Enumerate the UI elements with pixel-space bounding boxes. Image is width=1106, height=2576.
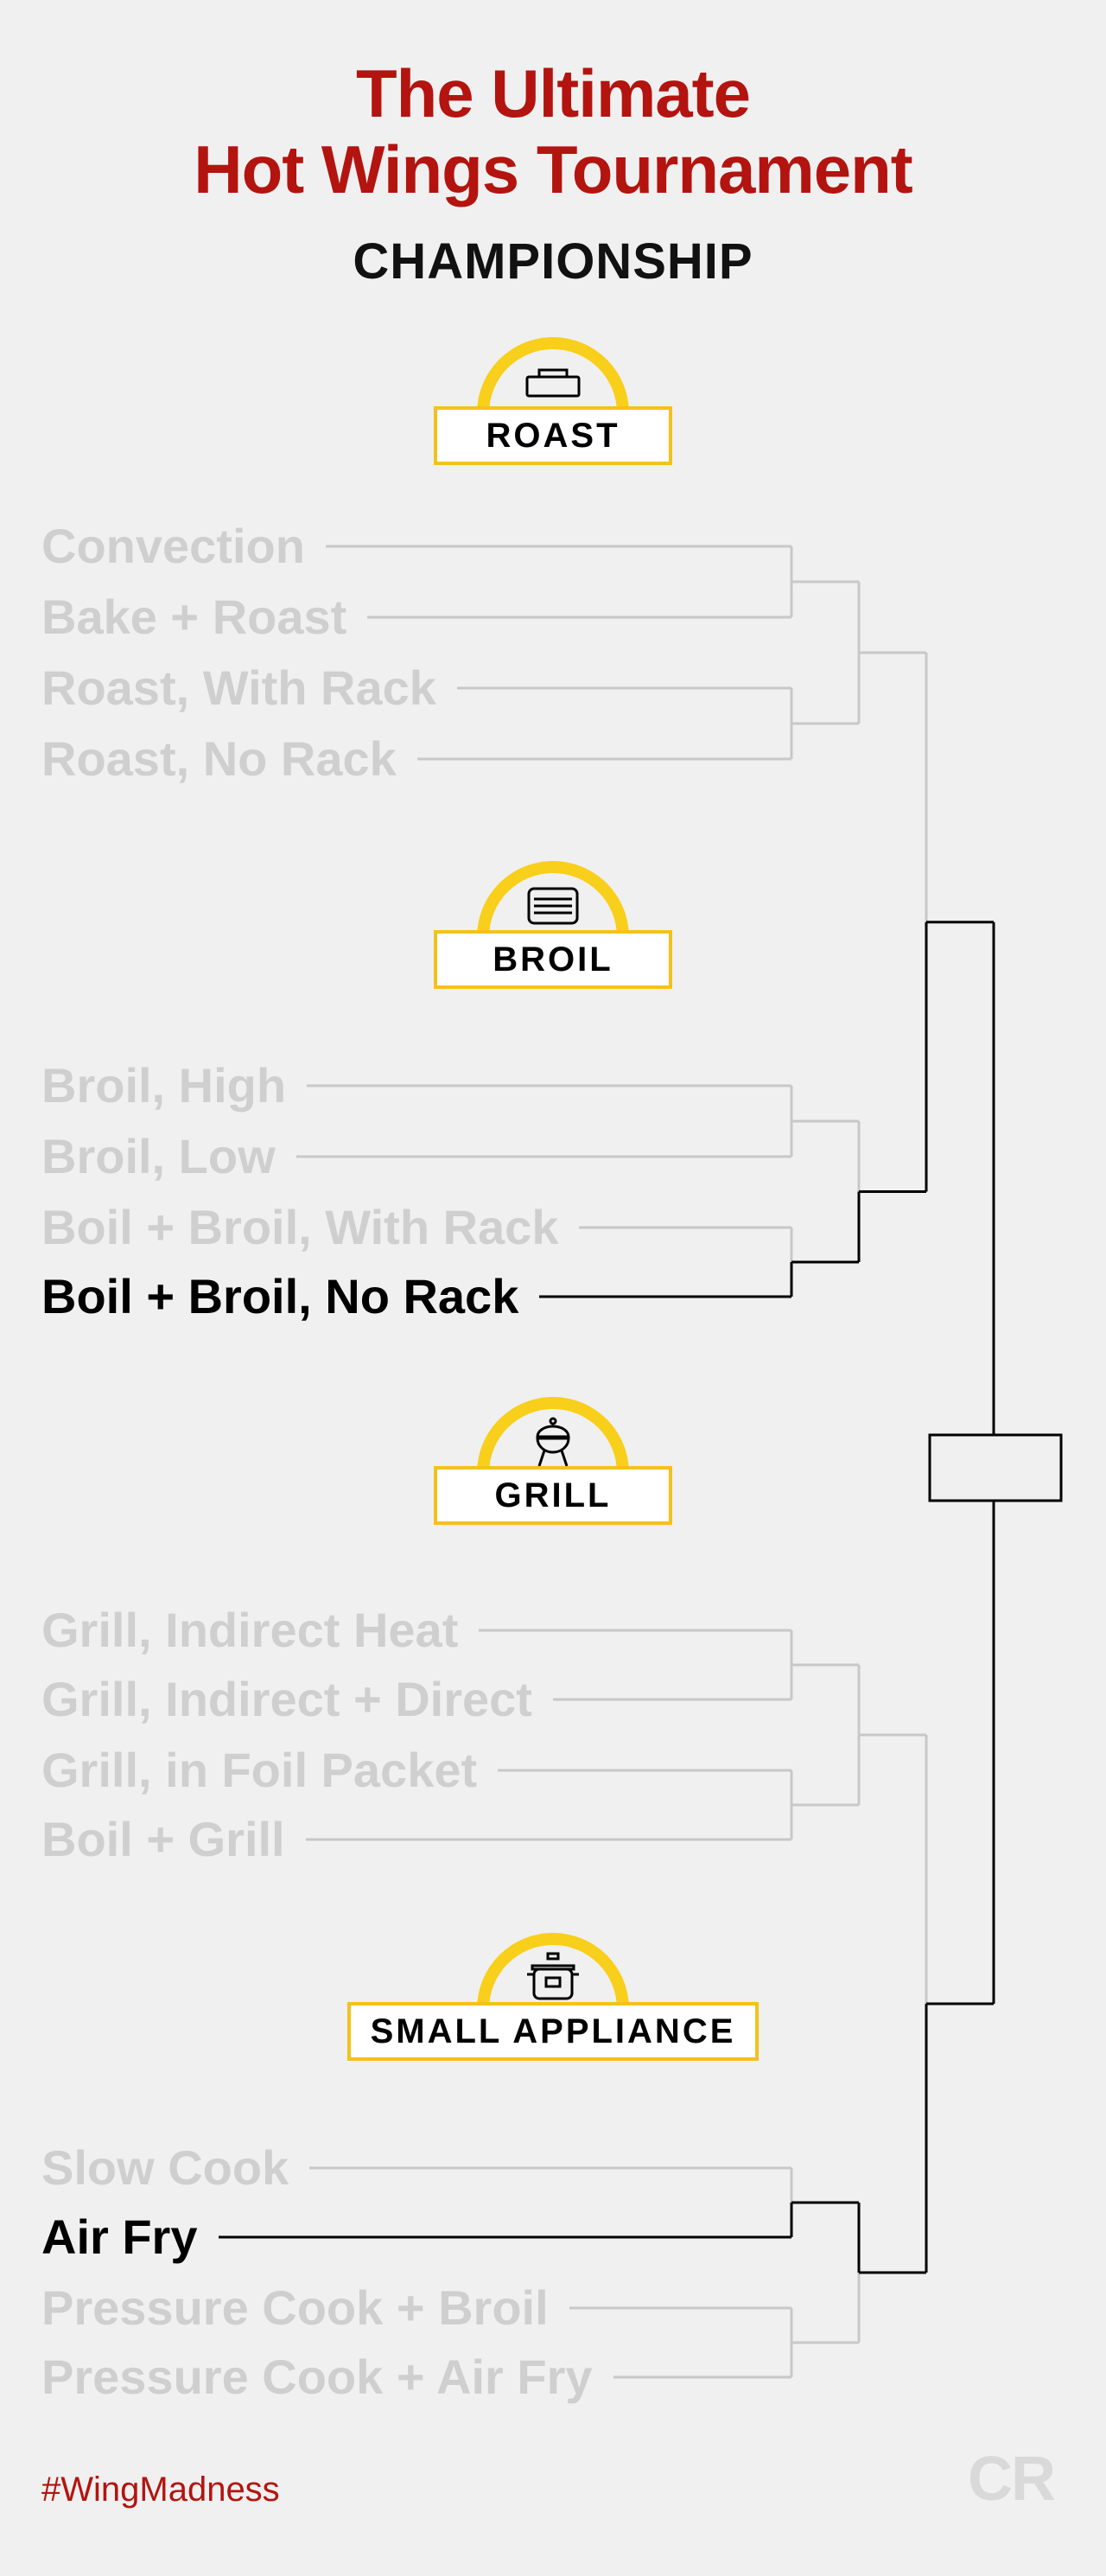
bracket-entry: Boil + Broil, With Rack (41, 1200, 559, 1254)
badge-label: SMALL APPLIANCE (370, 2012, 736, 2050)
broiler-pan-icon (527, 887, 579, 925)
bracket-entry: Convection (41, 519, 305, 573)
badge-roast: ROAST (434, 406, 672, 465)
page-subtitle: CHAMPIONSHIP (353, 233, 753, 290)
pressure-cooker-icon-wrap (522, 1952, 584, 2008)
roasting-pan-icon (525, 368, 581, 398)
bracket-entry: Air Fry (41, 2209, 198, 2264)
page-title-line-1: The Ultimate (355, 55, 751, 131)
bracket-entry: Bake + Roast (41, 590, 347, 644)
roasting-pan-icon-wrap (522, 356, 584, 412)
kettle-grill-icon-wrap (522, 1416, 584, 1472)
pressure-cooker-icon (527, 1952, 579, 2000)
badge-label: BROIL (493, 940, 613, 979)
badge-label: ROAST (486, 417, 620, 455)
badge-small-appliance: SMALL APPLIANCE (347, 2002, 759, 2061)
badge-dome (477, 337, 629, 413)
cr-logo: CR (968, 2445, 1056, 2514)
bracket-entry: Boil + Broil, No Rack (41, 1269, 519, 1323)
page-title-line-2: Hot Wings Tournament (194, 131, 912, 207)
bracket-entry: Roast, With Rack (41, 660, 436, 715)
bracket-entry: Pressure Cook + Air Fry (41, 2350, 593, 2404)
badge-broil: BROIL (434, 930, 672, 989)
badge-grill: GRILL (434, 1466, 672, 1525)
bracket-entry: Broil, High (41, 1058, 287, 1113)
badge-label: GRILL (494, 1476, 612, 1514)
bracket-entry: Roast, No Rack (41, 731, 397, 786)
bracket-entry: Grill, Indirect Heat (41, 1603, 459, 1657)
bracket-entry: Grill, Indirect + Direct (41, 1672, 532, 1726)
bracket-entry: Broil, Low (41, 1129, 276, 1183)
bracket-entry: Grill, in Foil Packet (41, 1743, 478, 1797)
hashtag[interactable]: #WingMadness (41, 2471, 280, 2509)
kettle-grill-icon (536, 1417, 570, 1467)
champion-box (928, 1433, 1063, 1502)
bracket-entry: Slow Cook (41, 2140, 289, 2195)
bracket-entry: Pressure Cook + Broil (41, 2280, 549, 2335)
broiler-pan-icon-wrap (522, 880, 584, 936)
bracket-entry: Boil + Grill (41, 1812, 285, 1866)
